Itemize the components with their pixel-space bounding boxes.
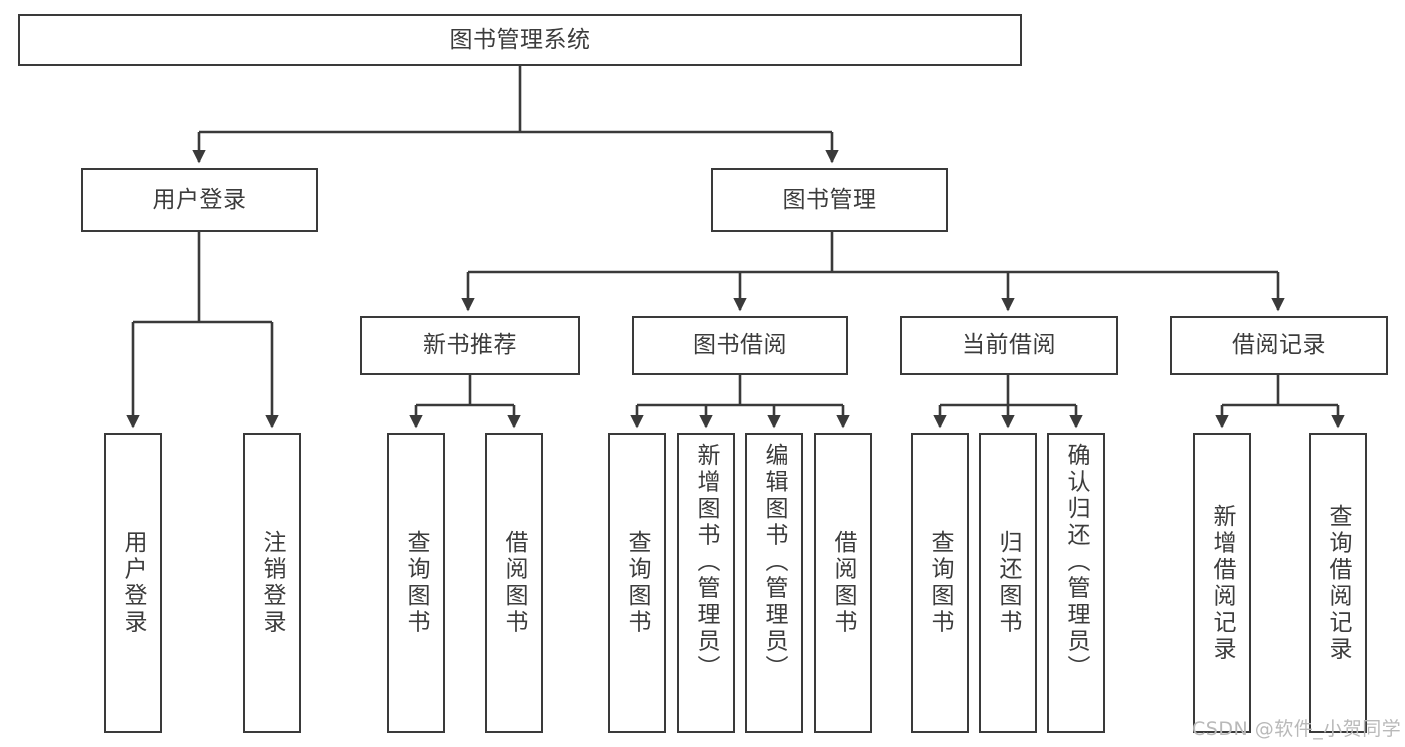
node-leaf-borrow-book-2[interactable]: 借阅图书 — [814, 433, 872, 733]
node-leaf-borrow-book-1[interactable]: 借阅图书 — [485, 433, 543, 733]
node-leaf-return-book-label: 归还图书 — [995, 530, 1022, 636]
node-leaf-add-book-admin[interactable]: 新增图书（管理员） — [677, 433, 735, 733]
node-leaf-user-login-label: 用户登录 — [120, 530, 147, 636]
node-leaf-add-borrow-record[interactable]: 新增借阅记录 — [1193, 433, 1251, 733]
node-leaf-query-book-2[interactable]: 查询图书 — [608, 433, 666, 733]
node-leaf-add-book-admin-label: 新增图书（管理员） — [693, 443, 720, 682]
node-root-label: 图书管理系统 — [449, 26, 591, 53]
node-leaf-borrow-book-2-label: 借阅图书 — [830, 530, 857, 636]
node-leaf-query-borrow-record-label: 查询借阅记录 — [1325, 503, 1352, 663]
node-book-borrow[interactable]: 图书借阅 — [632, 316, 848, 375]
node-leaf-borrow-book-1-label: 借阅图书 — [501, 530, 528, 636]
node-book-borrow-label: 图书借阅 — [693, 332, 787, 359]
node-leaf-logout-label: 注销登录 — [259, 530, 286, 636]
node-current-borrow[interactable]: 当前借阅 — [900, 316, 1118, 375]
node-leaf-edit-book-admin-label: 编辑图书（管理员） — [761, 443, 788, 682]
node-leaf-query-book-3-label: 查询图书 — [927, 530, 954, 636]
node-leaf-query-book-2-label: 查询图书 — [624, 530, 651, 636]
node-root[interactable]: 图书管理系统 — [18, 14, 1022, 66]
node-user-login[interactable]: 用户登录 — [81, 168, 318, 232]
node-book-management-label: 图书管理 — [782, 186, 877, 213]
node-user-login-label: 用户登录 — [152, 186, 247, 213]
node-current-borrow-label: 当前借阅 — [962, 332, 1056, 359]
node-leaf-add-borrow-record-label: 新增借阅记录 — [1209, 503, 1236, 663]
node-leaf-return-book[interactable]: 归还图书 — [979, 433, 1037, 733]
node-leaf-query-borrow-record[interactable]: 查询借阅记录 — [1309, 433, 1367, 733]
node-book-management[interactable]: 图书管理 — [711, 168, 948, 232]
node-leaf-edit-book-admin[interactable]: 编辑图书（管理员） — [745, 433, 803, 733]
node-leaf-user-login[interactable]: 用户登录 — [104, 433, 162, 733]
node-new-book-recommend[interactable]: 新书推荐 — [360, 316, 580, 375]
node-borrow-record-label: 借阅记录 — [1232, 332, 1326, 359]
node-leaf-query-book-1[interactable]: 查询图书 — [387, 433, 445, 733]
node-new-book-recommend-label: 新书推荐 — [423, 332, 517, 359]
node-leaf-query-book-3[interactable]: 查询图书 — [911, 433, 969, 733]
node-borrow-record[interactable]: 借阅记录 — [1170, 316, 1388, 375]
node-leaf-logout[interactable]: 注销登录 — [243, 433, 301, 733]
node-leaf-query-book-1-label: 查询图书 — [403, 530, 430, 636]
node-leaf-confirm-return-admin-label: 确认归还（管理员） — [1063, 443, 1090, 682]
node-leaf-confirm-return-admin[interactable]: 确认归还（管理员） — [1047, 433, 1105, 733]
